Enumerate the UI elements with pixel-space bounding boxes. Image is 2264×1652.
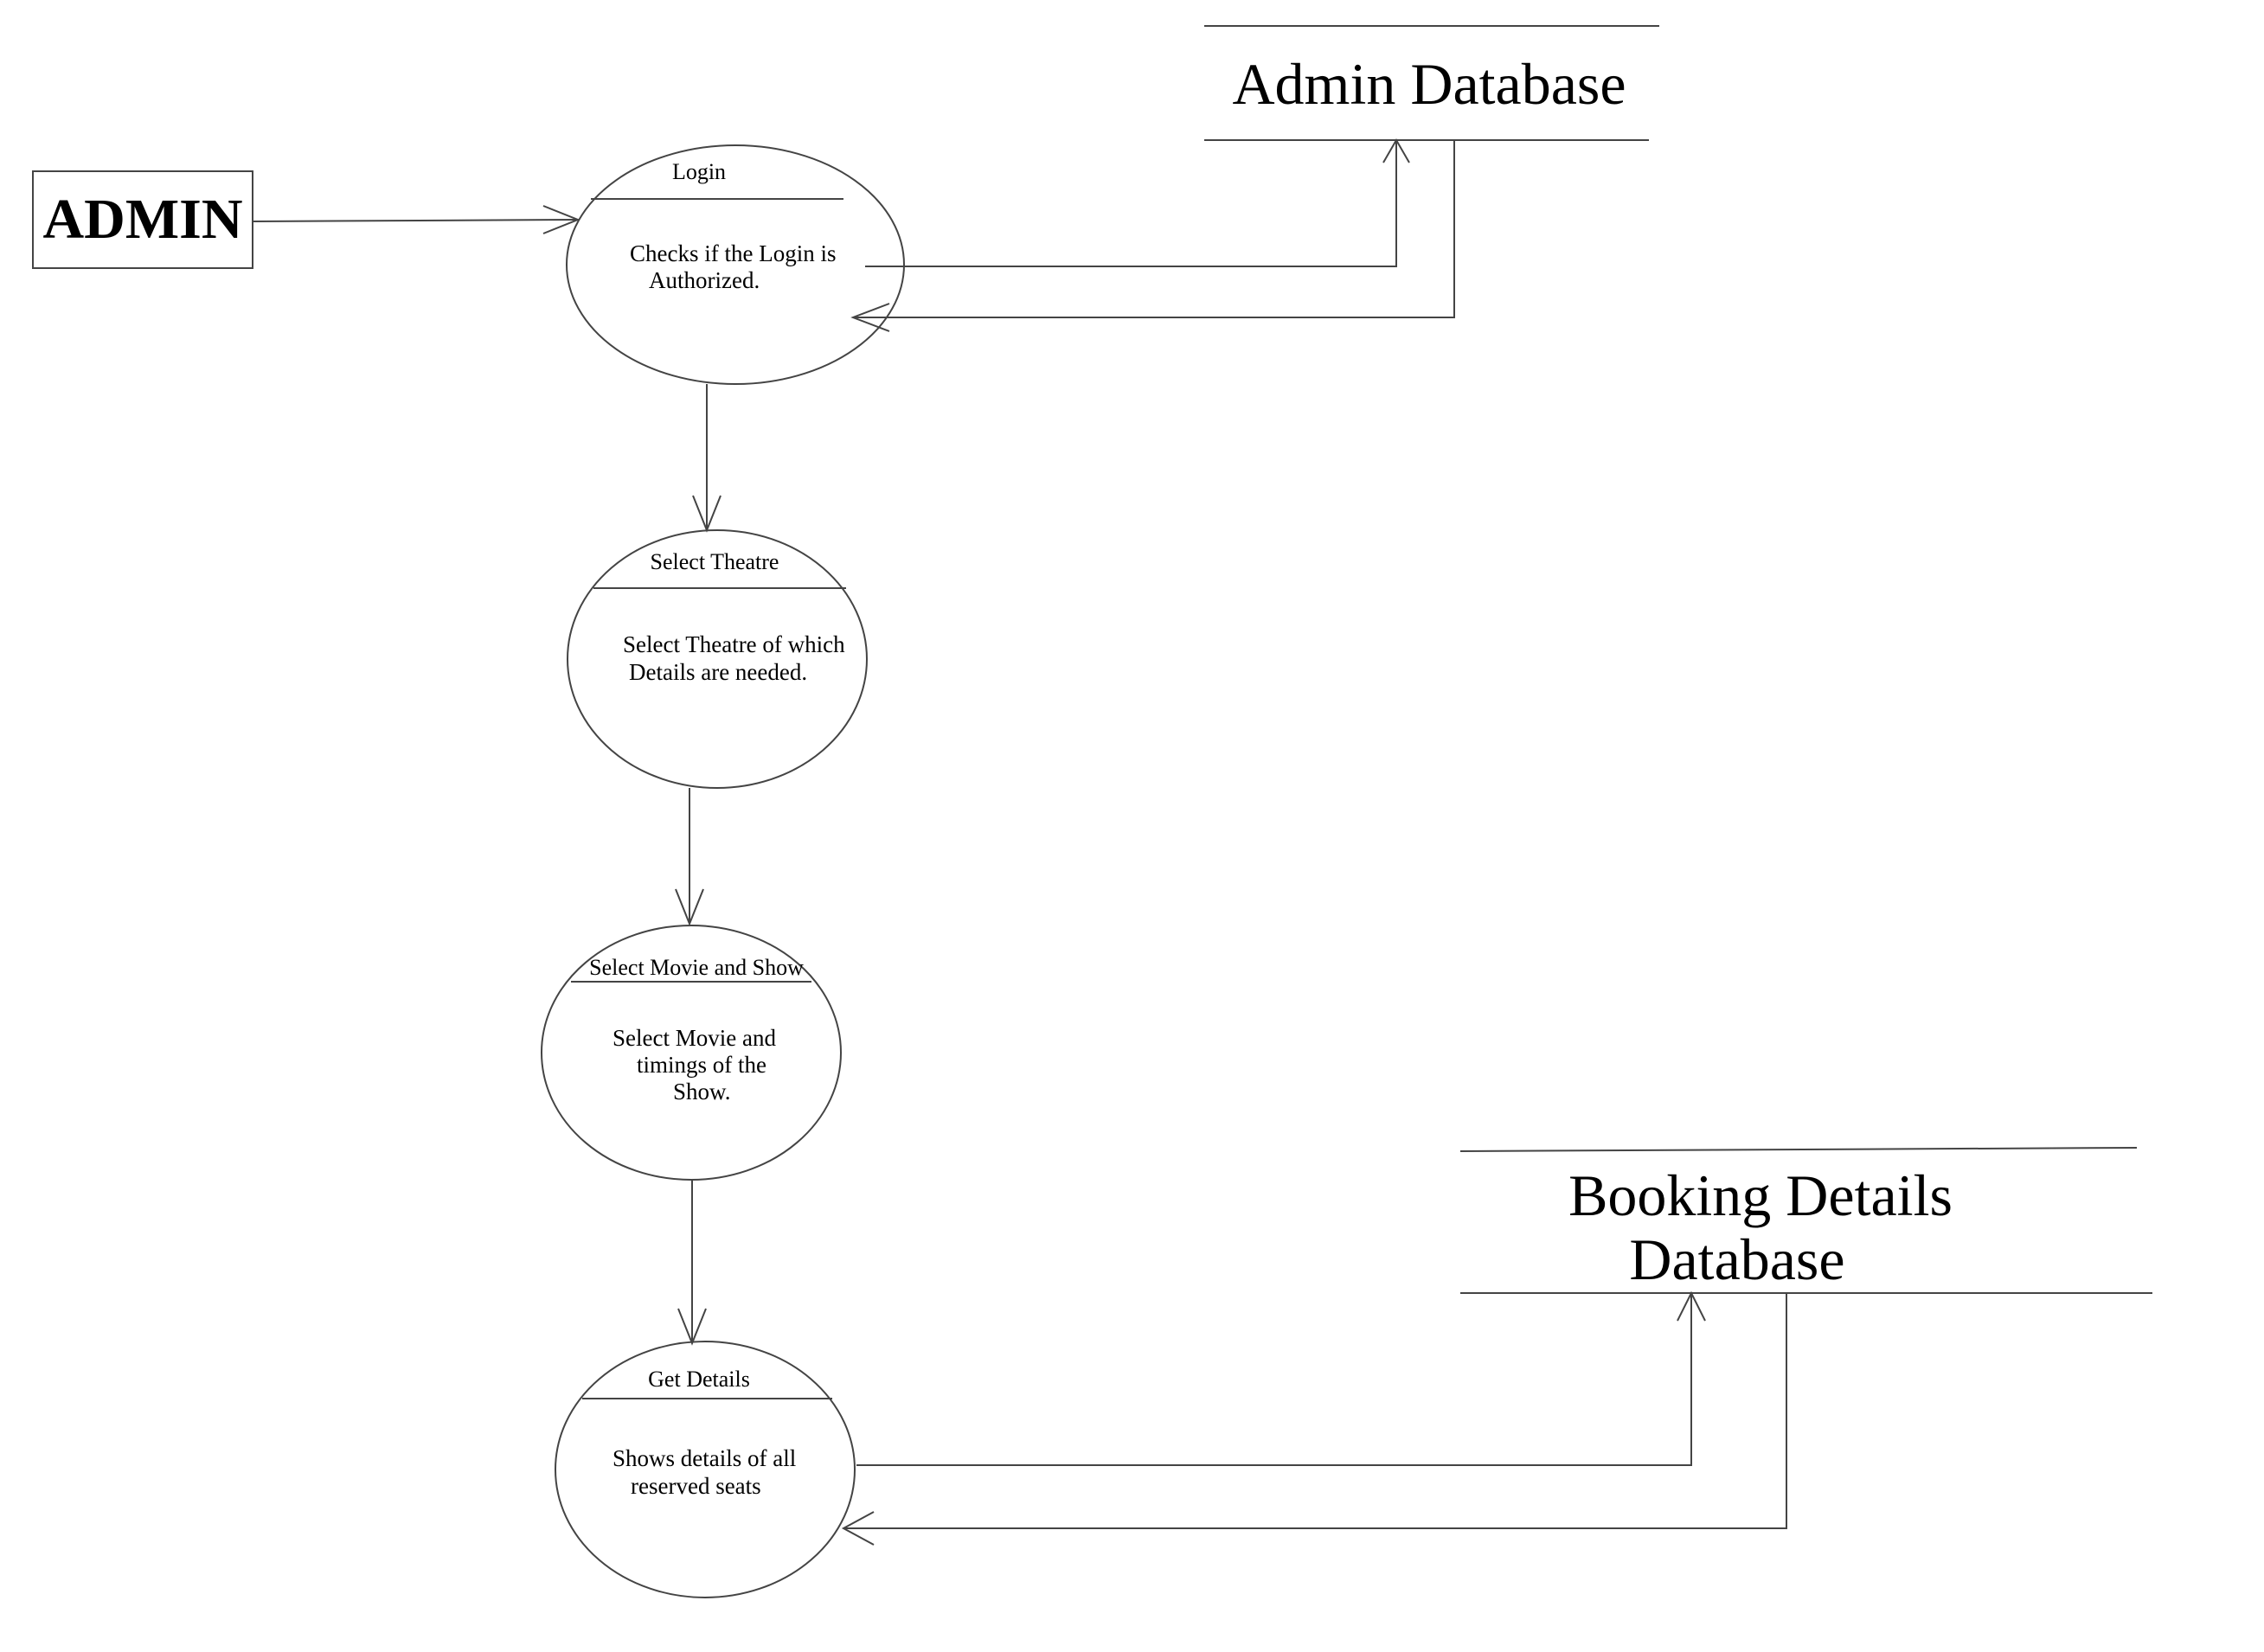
select-theatre-desc-line1: Select Theatre of which [623,631,845,657]
login-desc-line1: Checks if the Login is [630,240,836,266]
select-movie-desc-line3: Show. [673,1079,731,1105]
arrow-login-to-admin-db-head [1382,138,1410,163]
arrow-select-theatre-to-select-movie-head [675,888,704,926]
admin-entity-box [32,170,253,269]
arrow-admin-db-to-login [850,140,1455,332]
admin-entity: ADMIN [32,170,253,269]
arrow-login-to-admin-db [865,138,1410,267]
arrow-admin-to-login-shaft [252,219,579,222]
arrow-get-details-to-booking-db-shaft [856,1293,1692,1466]
process-select-movie: Select Movie and Show Select Movie and t… [541,925,842,1181]
get-details-desc-line1: Shows details of all [612,1445,796,1471]
select-movie-desc-line1: Select Movie and [612,1025,776,1051]
arrow-admin-db-to-login-shaft [853,140,1455,318]
process-login: Login Checks if the Login is Authorized. [566,144,905,385]
get-details-desc-line2: reserved seats [631,1473,761,1499]
select-theatre-desc-line2: Details are needed. [629,659,807,685]
login-title: Login [672,159,726,184]
arrow-get-details-to-booking-db [856,1290,1706,1466]
booking-database-store: Booking Details Database [1459,1147,2152,1294]
select-movie-title: Select Movie and Show [589,955,804,980]
arrow-booking-db-to-get-details-head [841,1511,875,1546]
booking-db-top-line [1459,1147,2138,1152]
arrow-select-movie-to-get-details [677,1180,707,1346]
arrow-booking-db-to-get-details-shaft [843,1293,1787,1529]
process-get-details: Get Details Shows details of all reserve… [555,1341,856,1598]
admin-database-store: Admin Database [1204,25,1659,141]
arrow-admin-to-login-head [542,205,580,234]
arrow-login-to-select-theatre [692,384,722,533]
arrow-get-details-to-booking-db-head [1677,1290,1706,1322]
arrow-admin-to-login [252,205,580,234]
booking-db-label-line1: Booking Details [1568,1162,1953,1228]
arrow-login-to-admin-db-shaft [865,140,1397,267]
get-details-ellipse [555,1341,856,1598]
login-ellipse [566,144,905,385]
arrow-select-movie-to-get-details-head [677,1308,707,1346]
process-select-theatre: Select Theatre Select Theatre of which D… [567,529,868,789]
arrow-admin-db-to-login-head [850,303,890,332]
admin-entity-label: ADMIN [43,188,243,251]
select-theatre-ellipse [567,529,868,789]
admin-db-label: Admin Database [1232,51,1626,117]
arrow-login-to-select-theatre-head [692,495,722,533]
get-details-title: Get Details [648,1367,750,1392]
select-movie-desc-line2: timings of the [637,1052,766,1078]
login-desc-line2: Authorized. [649,267,760,293]
arrow-select-theatre-to-select-movie [675,788,704,926]
select-theatre-title: Select Theatre [651,549,779,574]
booking-db-label-line2: Database [1629,1226,1844,1292]
arrow-booking-db-to-get-details [841,1293,1787,1546]
